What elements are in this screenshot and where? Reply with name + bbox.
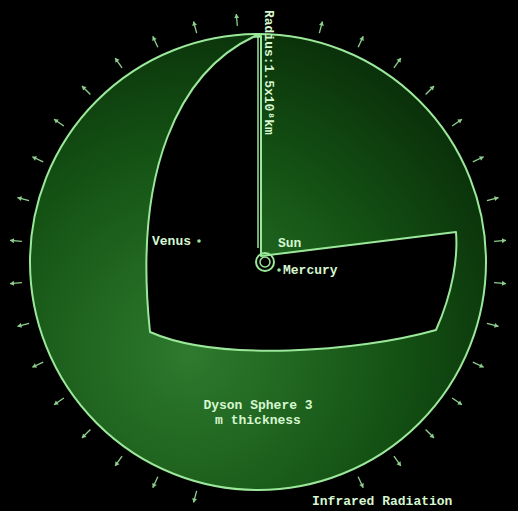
planet-label: Venus — [152, 234, 191, 249]
star-label: Sun — [278, 236, 301, 251]
planet-label: Mercury — [283, 263, 338, 278]
sphere-label: Dyson Sphere 3 m thickness — [202, 398, 314, 428]
radiation-label: Infrared Radiation — [312, 494, 452, 509]
dyson-sphere: Dyson Sphere 3 m thickness — [28, 32, 488, 492]
radius-dimension: Radius:1.5x10⁸km — [261, 10, 276, 135]
